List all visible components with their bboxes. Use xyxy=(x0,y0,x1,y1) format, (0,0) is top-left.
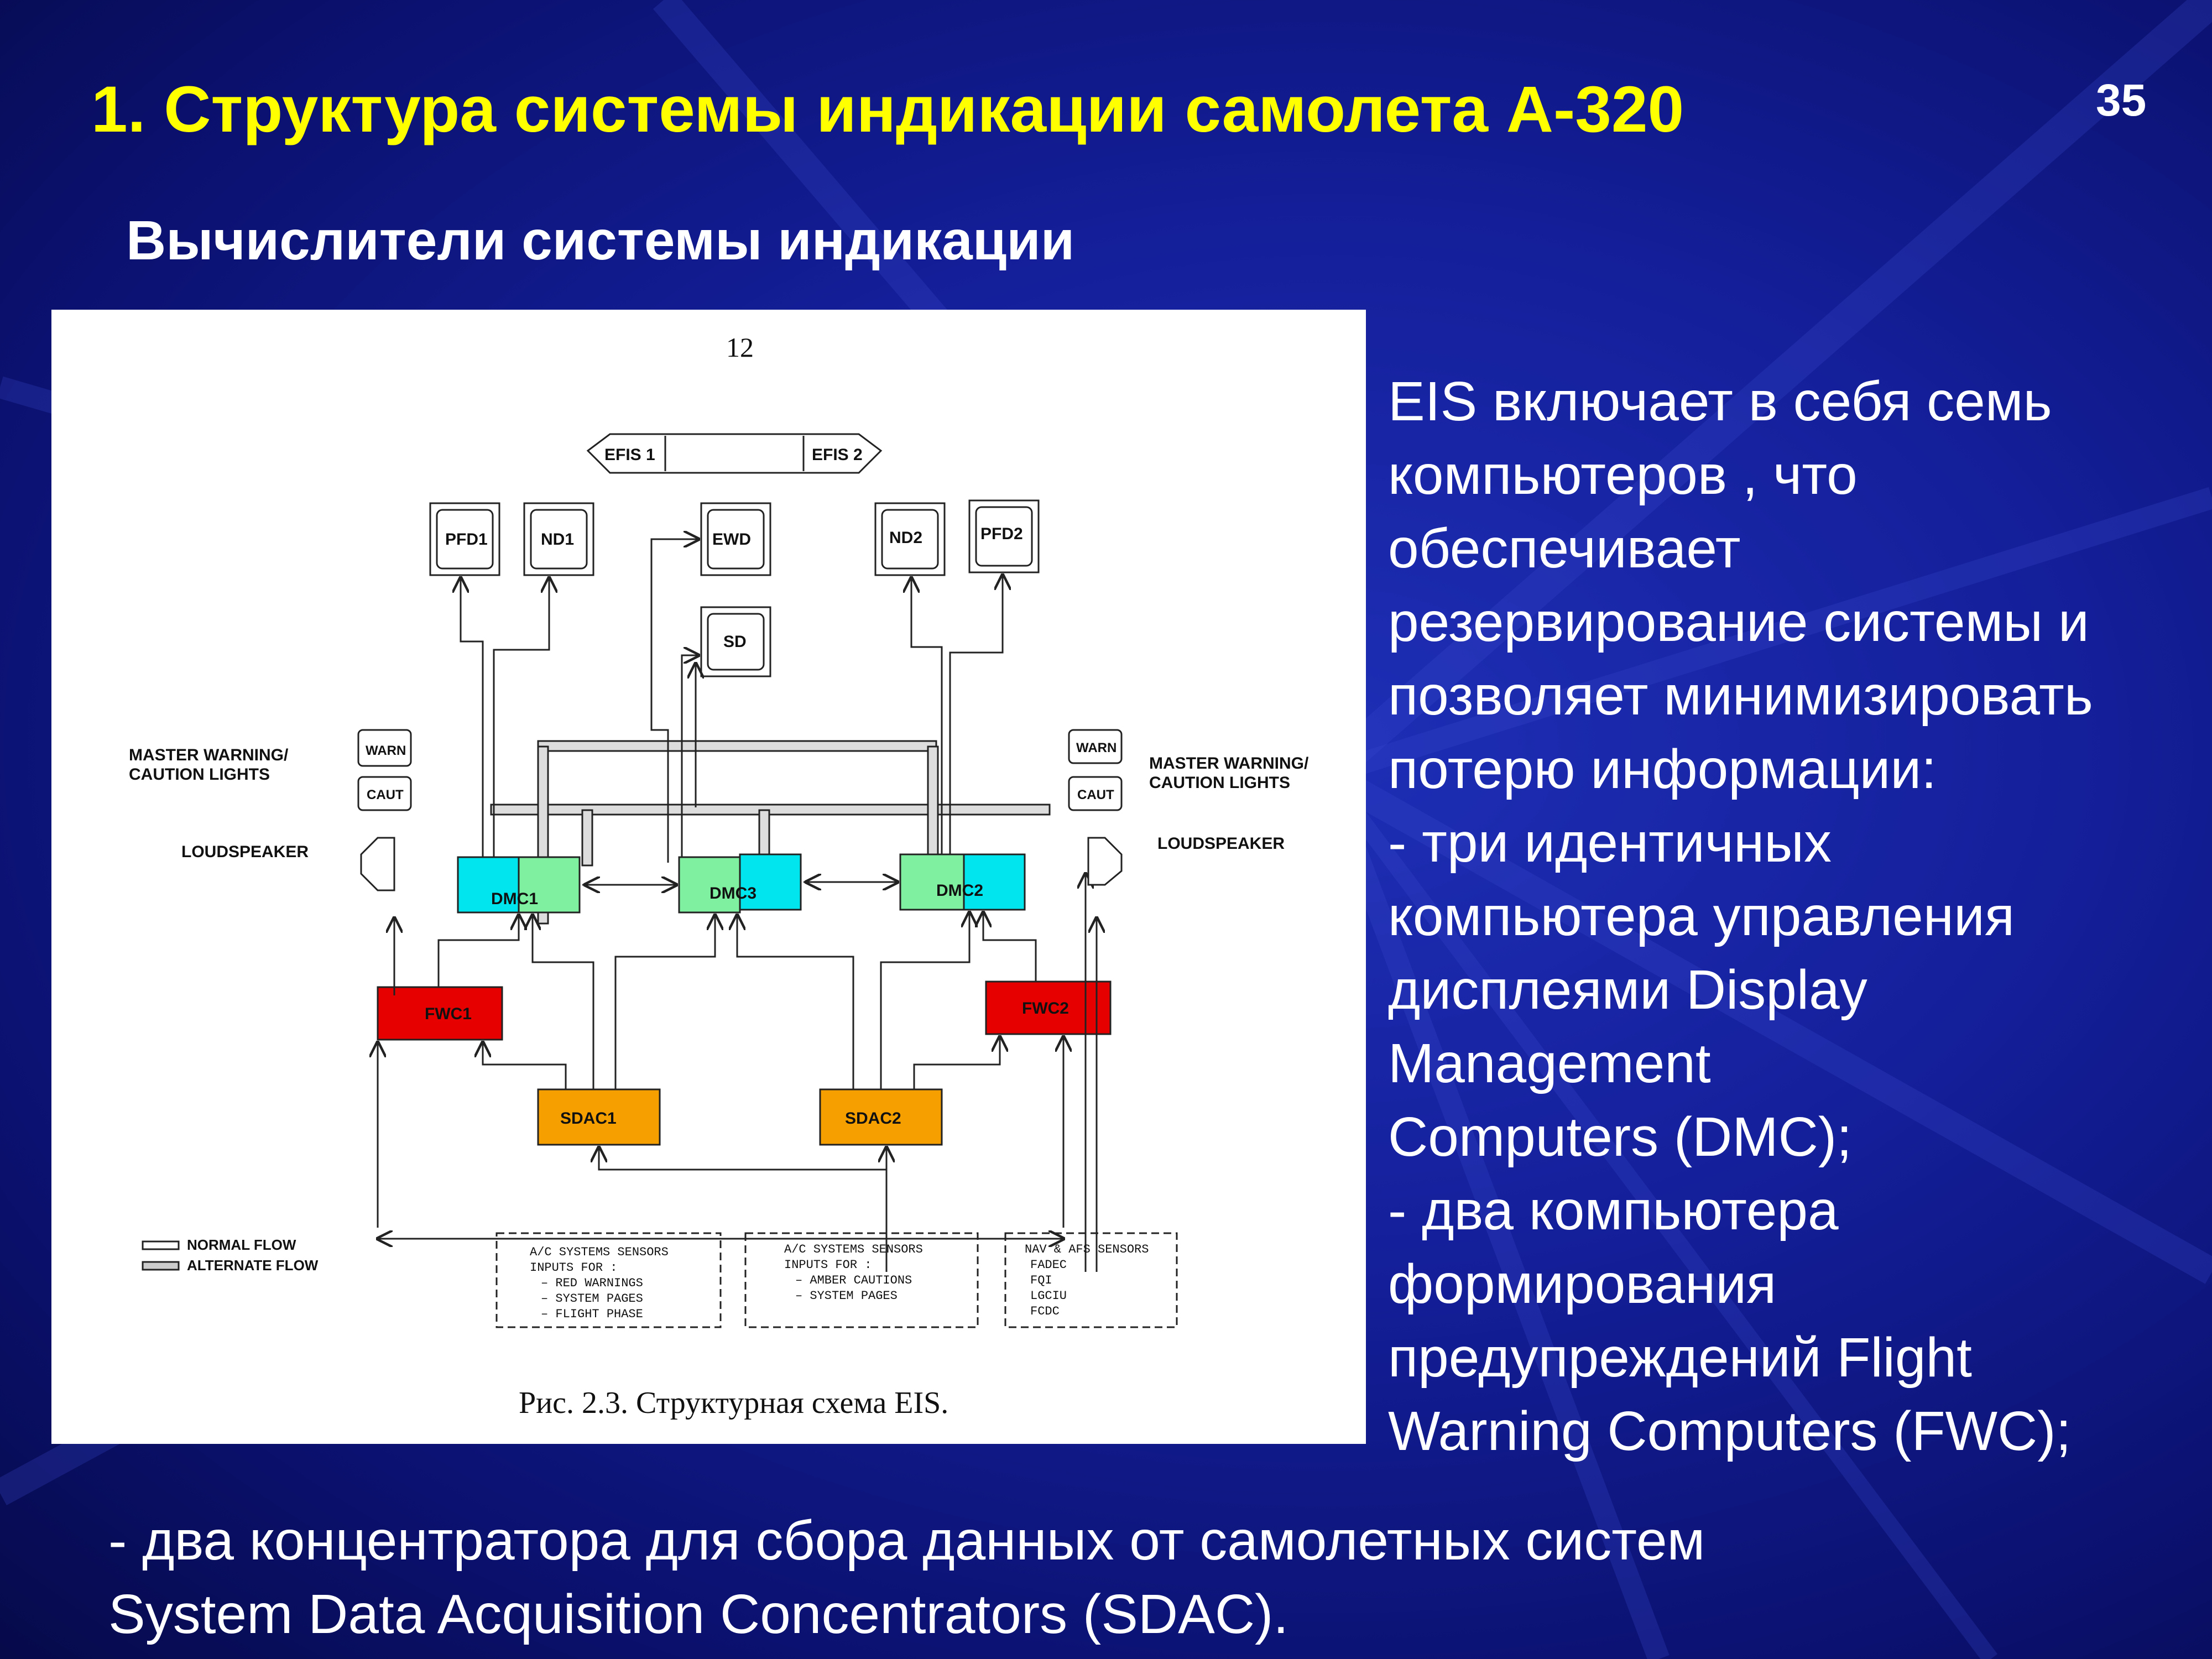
fwc2-label: FWC2 xyxy=(1022,999,1069,1018)
side-line: обеспечивает xyxy=(1388,518,1741,580)
nd1-label: ND1 xyxy=(541,530,574,549)
efis2-label: EFIS 2 xyxy=(812,446,863,464)
master-warning-right: MASTER WARNING/ xyxy=(1149,754,1309,773)
master-warning-left: MASTER WARNING/ xyxy=(129,746,289,764)
bottom-line: System Data Acquisition Concentrators (S… xyxy=(108,1583,1289,1645)
sensor-box-3: NAV & AFS SENSORS FADEC FQI LGCIU FCDC xyxy=(1025,1243,1149,1318)
sensor-boxes xyxy=(495,1232,1178,1328)
caut-left-label: CAUT xyxy=(367,787,404,802)
loudspeaker-right: LOUDSPEAKER xyxy=(1157,834,1285,853)
caut-right-label: CAUT xyxy=(1077,787,1114,802)
ewd-label: EWD xyxy=(712,530,751,549)
sensor2-line: – AMBER CAUTIONS xyxy=(795,1274,912,1287)
side-line: - три идентичных xyxy=(1388,812,1832,874)
sdac1-label: SDAC1 xyxy=(560,1109,617,1128)
warning-panel-left xyxy=(357,729,412,891)
sd-label: SD xyxy=(723,633,747,651)
side-line: потерю информации: xyxy=(1388,738,1937,800)
dmc-blocks xyxy=(457,853,1026,914)
warn-left-label: WARN xyxy=(366,743,406,758)
eis-structure-figure: 12 EFIS 1 EFIS 2 PFD1 ND1 EWD SD ND2 PFD… xyxy=(51,310,1366,1444)
fwc1-label: FWC1 xyxy=(425,1005,472,1023)
side-line: Computers (DMC); xyxy=(1388,1106,1852,1168)
page-number: 35 xyxy=(2096,75,2147,126)
side-line: компьютеров , что xyxy=(1388,444,1858,506)
bottom-description: - два концентратора для сбора данных от … xyxy=(108,1504,2154,1651)
efis-bar: EFIS 1 EFIS 2 xyxy=(586,433,883,474)
sensor3-line: NAV & AFS SENSORS xyxy=(1025,1243,1149,1256)
sensor2-line: A/C SYSTEMS SENSORS xyxy=(784,1243,923,1256)
sensor2-line: – SYSTEM PAGES xyxy=(795,1289,898,1303)
slide-subtitle: Вычислители системы индикации xyxy=(126,210,1075,272)
display-screens xyxy=(429,499,1040,677)
sensor-box-2: A/C SYSTEMS SENSORS INPUTS FOR : – AMBER… xyxy=(784,1243,923,1303)
sensor1-line: INPUTS FOR : xyxy=(530,1261,617,1275)
side-line: Management xyxy=(1388,1032,1711,1094)
sensor3-line: LGCIU xyxy=(1030,1289,1067,1303)
dmc-interconnect xyxy=(582,882,898,885)
legend xyxy=(142,1240,180,1271)
loudspeaker-left: LOUDSPEAKER xyxy=(181,843,309,861)
sdac2-label: SDAC2 xyxy=(845,1109,901,1128)
side-line: - два компьютера xyxy=(1388,1180,1839,1241)
dmc2-label: DMC2 xyxy=(936,881,983,900)
eis-diagram: 12 EFIS 1 EFIS 2 PFD1 ND1 EWD SD ND2 PFD… xyxy=(129,332,1309,1420)
slide-title: 1. Структура системы индикации самолета … xyxy=(91,73,1684,146)
fwc-blocks xyxy=(377,980,1112,1041)
sensor1-line: A/C SYSTEMS SENSORS xyxy=(530,1245,669,1259)
caution-lights-left: CAUTION LIGHTS xyxy=(129,765,270,784)
sensor2-line: INPUTS FOR : xyxy=(784,1258,872,1272)
pfd2-label: PFD2 xyxy=(980,525,1023,543)
side-line: позволяет минимизировать xyxy=(1388,665,2093,727)
side-line: дисплеями Display xyxy=(1388,959,1867,1021)
dmc3-label: DMC3 xyxy=(709,884,757,902)
side-line: резервирование системы и xyxy=(1388,591,2089,653)
side-line: формирования xyxy=(1388,1253,1777,1315)
side-line: EIS включает в себя семь xyxy=(1388,371,2052,432)
normal-flow-lines xyxy=(461,539,1003,863)
warn-right-label: WARN xyxy=(1076,740,1117,755)
efis1-label: EFIS 1 xyxy=(604,446,655,464)
legend-alternate-flow: ALTERNATE FLOW xyxy=(187,1257,319,1274)
warning-panel-right xyxy=(1068,729,1123,886)
caution-lights-right: CAUTION LIGHTS xyxy=(1149,774,1290,792)
nd2-label: ND2 xyxy=(889,529,922,547)
sensor1-line: – FLIGHT PHASE xyxy=(541,1307,643,1321)
sensor3-line: FADEC xyxy=(1030,1258,1067,1272)
side-line: компьютера управления xyxy=(1388,885,2015,947)
bottom-line: - два концентратора для сбора данных от … xyxy=(108,1510,1705,1572)
sdac-blocks xyxy=(537,1088,943,1146)
fwc-sdac-flows xyxy=(378,912,1063,1239)
pfd1-label: PFD1 xyxy=(445,530,488,549)
side-line: Warning Computers (FWC); xyxy=(1388,1400,2072,1462)
side-line: предупреждений Flight xyxy=(1388,1327,1972,1389)
figure-page-number: 12 xyxy=(726,332,754,363)
side-description: EIS включает в себя семь компьютеров , ч… xyxy=(1388,365,2195,1468)
sensor3-line: FCDC xyxy=(1030,1305,1060,1318)
sensor1-line: – SYSTEM PAGES xyxy=(541,1292,643,1306)
legend-normal-flow: NORMAL FLOW xyxy=(187,1237,296,1253)
figure-caption: Рис. 2.3. Структурная схема EIS. xyxy=(519,1386,948,1420)
sensor3-line: FQI xyxy=(1030,1274,1052,1287)
sensor1-line: – RED WARNINGS xyxy=(541,1276,643,1290)
sensor-box-1: A/C SYSTEMS SENSORS INPUTS FOR : – RED W… xyxy=(530,1245,669,1321)
dmc1-label: DMC1 xyxy=(491,890,538,908)
